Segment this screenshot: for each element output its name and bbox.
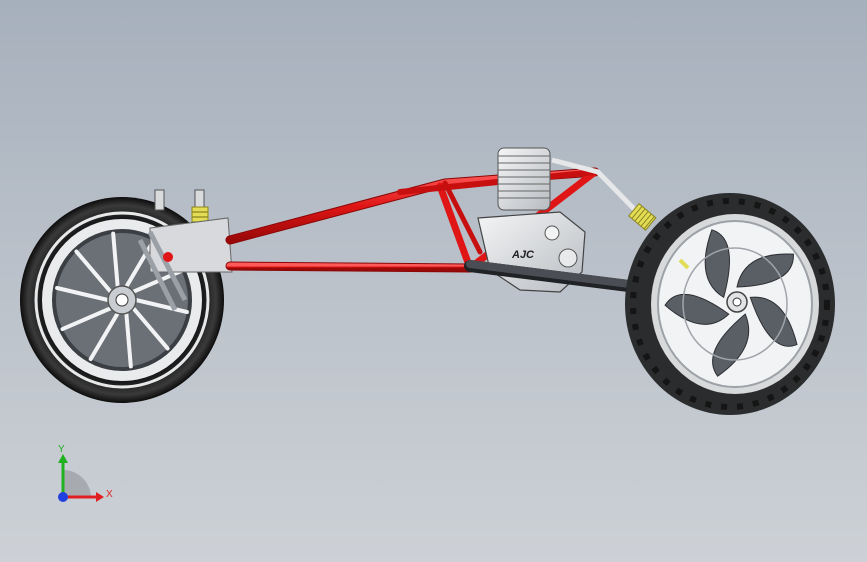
left-spoke [60,306,113,332]
left-spoke [131,306,170,351]
right-rim-blade [664,293,730,325]
rear-shock-spring [628,203,657,231]
right-rim-blade [712,313,750,377]
left-rim-outer-ring [34,211,210,389]
frame-engine-brace [442,180,483,255]
left-spoke [88,311,120,361]
triad-plane-indicator [63,470,91,497]
left-spokes [55,231,189,369]
left-spoke [74,249,113,294]
engine-cover-bolt [544,225,560,241]
rear-shock-rod [551,157,642,217]
right-caliper [678,258,690,270]
engine-cylinder [497,147,551,211]
frame-seat-post [436,182,474,272]
z-axis-dot-icon [58,492,68,502]
left-upright-plate [149,217,233,273]
coordinate-triad: X Y [58,444,113,502]
engine-sprocket-cover [558,248,578,268]
right-rim-blade [736,253,794,288]
x-axis-arrow-icon [96,492,104,502]
x-axis-label: X [106,489,113,500]
left-spoke [124,239,156,289]
right-axle [732,297,742,307]
rear-shock[interactable] [551,157,657,231]
right-rim-blade [704,229,730,299]
left-control-arm [137,230,188,312]
left-mount-post [154,189,165,211]
left-spoke [111,231,120,289]
left-spoke [124,311,133,369]
frame-bottom-rail [226,262,474,272]
right-brake-rotor [682,247,788,361]
left-spoke [55,286,110,302]
right-wheel[interactable] [625,193,835,415]
left-caliper [163,252,173,262]
right-rim-blade [749,296,798,347]
right-tire-tread [630,198,830,410]
y-axis-arrow-icon [58,454,68,463]
left-axle [115,293,129,307]
right-rim-blades [664,229,798,377]
engine-badge: AJC [511,249,535,261]
left-spoke [134,298,189,314]
left-upright-assembly[interactable] [137,189,233,312]
y-axis-label: Y [58,444,65,455]
engine-cooling-fins [498,155,550,199]
